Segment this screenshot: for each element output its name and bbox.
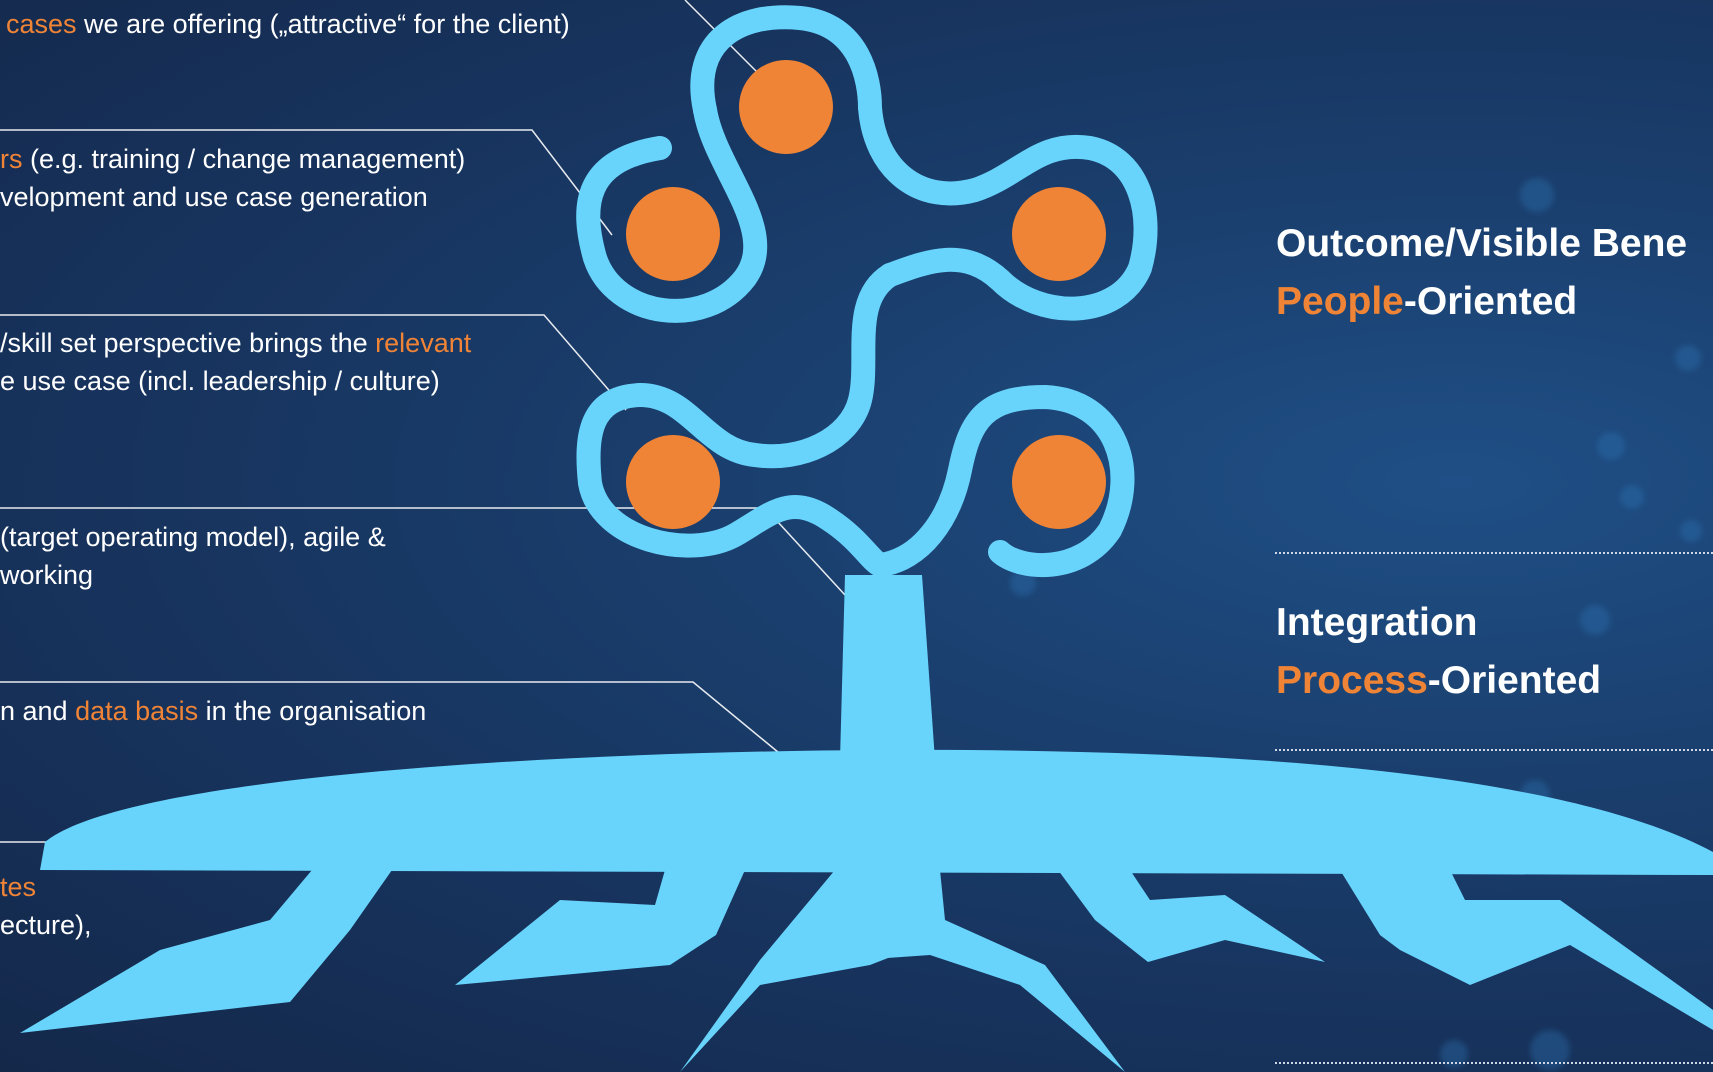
branch-top-center-loop: [690, 5, 1158, 321]
heading-integration-line-2: Process-Oriented: [1276, 659, 1602, 702]
node-upper-left: [626, 187, 720, 281]
separator-3: [1275, 1062, 1713, 1064]
callout-line-3: [0, 314, 627, 411]
heading-outcome-line-2: People-Oriented: [1276, 280, 1578, 323]
branch-mid-stem: [628, 263, 902, 469]
heading-outcome-line-1: Outcome/Visible Bene: [1276, 222, 1688, 265]
separator-1: [1275, 552, 1713, 554]
bokeh-dot: [1675, 345, 1701, 371]
root-4: [1058, 870, 1325, 962]
architecture-line-1: tes: [0, 872, 37, 902]
root-3: [680, 870, 1125, 1072]
tree-branches: [576, 5, 1158, 578]
enablers-text: rs (e.g. training / change management) v…: [0, 140, 465, 216]
root-1: [20, 870, 392, 1033]
skill-set-line-1: /skill set perspective brings the releva…: [0, 328, 472, 358]
tree-roots: [20, 749, 1713, 1072]
orange-nodes: [626, 60, 1106, 529]
operating-model-text: (target operating model), agile & workin…: [0, 518, 386, 594]
node-top: [739, 60, 833, 154]
skill-set-line-2: e use case (incl. leadership / culture): [0, 366, 440, 396]
bokeh-dot: [1520, 178, 1554, 212]
skill-set-text: /skill set perspective brings the releva…: [0, 324, 471, 400]
architecture-line-2: ecture),: [0, 910, 92, 940]
bokeh-dot: [1597, 432, 1625, 460]
bokeh-dot: [1620, 485, 1644, 509]
operating-model-line-2: working: [0, 560, 94, 590]
operating-model-line-1: (target operating model), agile &: [0, 522, 386, 552]
node-lower-right: [1012, 435, 1106, 529]
branch-top-left-loop: [576, 98, 768, 323]
root-2: [455, 870, 745, 985]
architecture-text: tes ecture),: [0, 868, 92, 944]
enablers-line-2: velopment and use case generation: [0, 182, 428, 212]
data-basis-text: n and data basis in the organisation: [0, 696, 427, 726]
heading-integration-line-1: Integration: [1276, 601, 1478, 644]
use-cases-text: cases we are offering („attractive“ for …: [6, 9, 570, 39]
root-5: [1340, 870, 1713, 1030]
branch-lower-left-loop: [576, 383, 1135, 578]
tree-trunk: [840, 575, 935, 760]
node-lower-left: [626, 435, 720, 529]
bokeh-dot: [1580, 605, 1610, 635]
heading-integration: Integration Process-Oriented: [1276, 594, 1601, 710]
node-upper-right: [1012, 187, 1106, 281]
enablers-line-1: rs (e.g. training / change management): [0, 144, 466, 174]
ground-plate: [40, 749, 1713, 875]
heading-outcome: Outcome/Visible Bene People-Oriented: [1276, 215, 1687, 331]
separator-2: [1275, 749, 1713, 751]
bokeh-dot: [1680, 520, 1702, 542]
callout-line-5: [0, 681, 791, 763]
